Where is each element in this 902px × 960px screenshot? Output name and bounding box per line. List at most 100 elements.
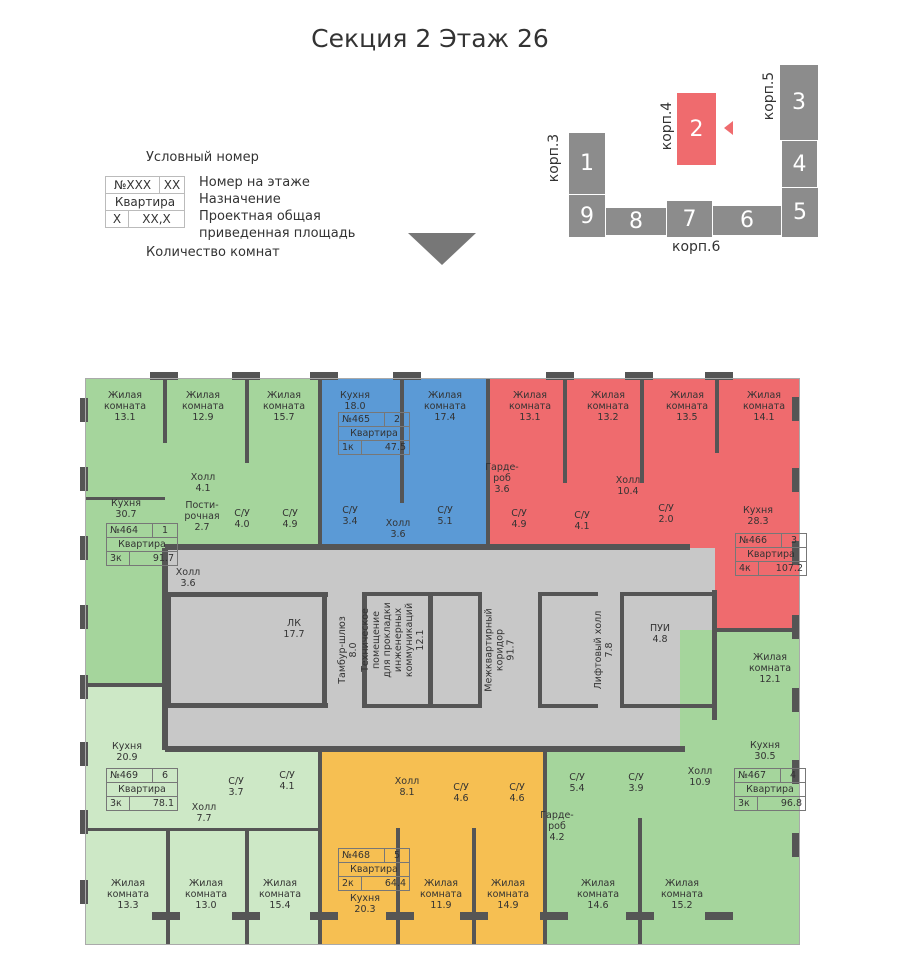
- apartment-floor-number: 2: [384, 413, 409, 426]
- wall: [538, 592, 598, 596]
- wall: [318, 750, 322, 945]
- room-label-line: Холл: [191, 802, 217, 813]
- wall: [538, 704, 598, 708]
- room-label-line: Тамбур-шлюз: [337, 616, 348, 684]
- wall: [85, 497, 165, 500]
- room-label-line: С/У: [228, 776, 244, 787]
- room-label-line: 20.9: [116, 752, 138, 763]
- apartment-number: №469: [110, 770, 139, 781]
- building-4[interactable]: 4: [782, 141, 817, 187]
- wall: [362, 592, 367, 708]
- room-label-line: С/У: [509, 782, 525, 793]
- building-1[interactable]: 1: [569, 133, 605, 194]
- wall: [396, 828, 400, 945]
- apartment-465-zone[interactable]: [320, 378, 488, 548]
- room-label-line: 13.5: [676, 412, 698, 423]
- room-label-line: Межквартирный: [483, 608, 495, 692]
- wall: [166, 592, 171, 708]
- apartment-number: №467: [738, 770, 767, 781]
- apartment-464-zone[interactable]: [85, 378, 320, 548]
- building-5[interactable]: 5: [782, 188, 818, 237]
- building-7[interactable]: 7: [667, 201, 712, 237]
- building-6[interactable]: 6: [713, 206, 781, 235]
- window: [310, 912, 338, 920]
- apartment-466-zone[interactable]: [488, 378, 800, 548]
- legend-rooms: X: [112, 212, 122, 226]
- apartment-purpose: Квартира: [118, 539, 166, 550]
- wall: [543, 750, 547, 945]
- wall: [245, 378, 249, 463]
- apartment-468-zone[interactable]: [320, 750, 545, 945]
- room-label-line: ПУИ: [649, 623, 671, 634]
- room-label-line: 30.7: [115, 509, 137, 520]
- room-label-line: рочная: [184, 511, 220, 522]
- window: [80, 675, 88, 699]
- korpus-4-label: корп.4: [659, 101, 676, 151]
- apartment-room-count: 1к: [342, 442, 354, 453]
- korpus-5-label: корп.5: [761, 71, 778, 121]
- room-label-line: 3.6: [390, 529, 406, 540]
- legend-area-label-1: Проектная общая: [199, 209, 321, 224]
- apartment-purpose: Квартира: [350, 864, 398, 875]
- room-label-line: Пости-: [185, 500, 219, 511]
- room-label-line: 8.0: [348, 642, 359, 658]
- apartment-469-zone-extra[interactable]: [85, 685, 165, 945]
- room-label-line: Жилая: [262, 878, 298, 889]
- wall: [362, 592, 482, 596]
- apartment-room-count: 3к: [110, 798, 122, 809]
- room-label-line: роб: [493, 473, 511, 484]
- room-label-line: комната: [576, 889, 620, 900]
- room-label-line: комната: [184, 889, 228, 900]
- room-label-line: 14.1: [753, 412, 775, 423]
- room-label-line: 13.3: [117, 900, 139, 911]
- window: [393, 372, 421, 380]
- building-9[interactable]: 9: [569, 195, 605, 237]
- building-8[interactable]: 8: [606, 208, 666, 235]
- room-label-line: 14.6: [587, 900, 609, 911]
- apartment-467-zone-extra[interactable]: [680, 630, 800, 750]
- apartment-purpose: Квартира: [747, 549, 795, 560]
- room-label-line: помещение: [371, 610, 382, 670]
- room-label-line: Холл: [615, 475, 641, 486]
- room-label-line: 3.4: [342, 516, 358, 527]
- apartment-area: 96.8: [757, 797, 805, 810]
- room-label-line: 5.4: [569, 783, 585, 794]
- building-2-active[interactable]: 2: [677, 93, 716, 165]
- apartment-area: 78.1: [129, 797, 177, 810]
- window: [232, 912, 260, 920]
- apartment-room-count: 3к: [738, 798, 750, 809]
- room-label-line: 7.7: [196, 813, 212, 824]
- room-label-line: 4.1: [279, 781, 295, 792]
- window: [792, 833, 800, 857]
- building-3[interactable]: 3: [780, 65, 818, 140]
- room-label-line: коммуникаций: [404, 602, 415, 678]
- window: [792, 468, 800, 492]
- apartment-number: №468: [342, 850, 371, 861]
- room-label-line: Жилая: [185, 390, 221, 401]
- room-label-line: 15.2: [671, 900, 693, 911]
- room-label-line: Жилая: [188, 878, 224, 889]
- apartment-464-zone-extra[interactable]: [85, 548, 165, 685]
- room-label-line: С/У: [279, 770, 295, 781]
